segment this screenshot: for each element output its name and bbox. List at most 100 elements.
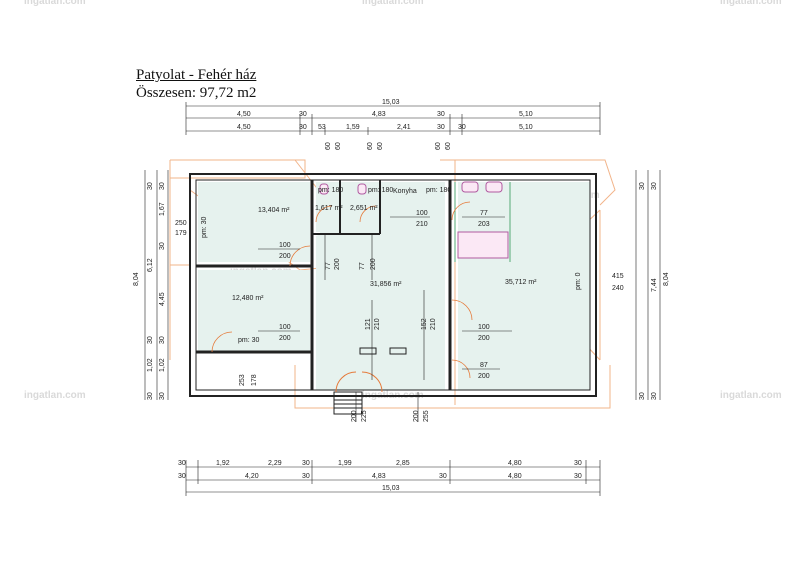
dim-label: 30 xyxy=(159,392,166,400)
watermark-text: ingatlan.com xyxy=(720,390,782,401)
dim-label: 30 xyxy=(651,392,658,400)
dim-label: 30 xyxy=(147,336,154,344)
watermark-text: ingatlan.com xyxy=(362,0,424,7)
dim-label: 8,04 xyxy=(663,272,670,286)
dim-label: 1,92 xyxy=(216,460,230,467)
small-label: 60 xyxy=(367,142,374,150)
watermark-text: ingatlan.com xyxy=(24,0,86,7)
opening-height: 210 xyxy=(416,221,428,228)
dim-label: 30 xyxy=(639,182,646,190)
toilet-icon xyxy=(357,183,367,195)
opening-width: 77 xyxy=(480,210,488,217)
dim-label: 53 xyxy=(318,124,326,131)
dim-labels-left: 8,04 30 6,12 30 1,02 30 30 1,67 30 4,45 … xyxy=(133,182,166,400)
room-labels: 13,404 m² 1,617 m² 2,651 m² 12,480 m² 31… xyxy=(201,187,582,344)
room-note: pm: 180 xyxy=(368,187,393,194)
room-note: pm: 30 xyxy=(238,337,260,344)
plan-title: Patyolat - Fehér ház xyxy=(136,67,257,83)
dim-label: 6,12 xyxy=(147,258,154,272)
fixtures xyxy=(319,181,509,259)
dim-label: 30 xyxy=(302,460,310,467)
room-note: pm: 30 xyxy=(201,216,208,238)
dim-label: 30 xyxy=(437,124,445,131)
dim-labels-right: 8,04 30 7,44 30 30 30 xyxy=(639,182,670,400)
opening-width: 152 xyxy=(421,318,428,330)
small-label: 240 xyxy=(612,285,624,292)
dim-label: 30 xyxy=(574,460,582,467)
opening-width: 100 xyxy=(478,324,490,331)
room-area-label: 35,712 m² xyxy=(505,279,537,286)
dim-label: 30 xyxy=(639,392,646,400)
dim-label: 1,59 xyxy=(346,124,360,131)
plan-total-area: Összesen: 97,72 m2 xyxy=(136,85,257,101)
room-note: pm: 180 xyxy=(426,187,451,194)
room-fill xyxy=(198,270,310,352)
dim-label: 30 xyxy=(147,392,154,400)
sink-icon xyxy=(485,181,503,193)
small-label: 60 xyxy=(325,142,332,150)
small-label: 60 xyxy=(435,142,442,150)
dim-label: 30 xyxy=(439,473,447,480)
dim-labels-bottom: 30 1,92 2,29 30 1,99 2,85 4,80 30 30 4,2… xyxy=(178,460,582,492)
dim-label: 1,02 xyxy=(147,358,154,372)
dim-label: 4,20 xyxy=(245,473,259,480)
dim-label: 30 xyxy=(574,473,582,480)
opening-height: 200 xyxy=(334,258,341,270)
dim-label: 4,45 xyxy=(159,292,166,306)
misc-labels: 60 60 60 60 60 60 250 179 253 178 415 24… xyxy=(175,142,624,386)
dim-label: 7,44 xyxy=(651,278,658,292)
dim-label: 5,10 xyxy=(519,124,533,131)
dim-label: 30 xyxy=(299,111,307,118)
dim-label: 30 xyxy=(302,473,310,480)
dim-label: 30 xyxy=(159,336,166,344)
dim-label: 4,83 xyxy=(372,473,386,480)
opening-height: 200 xyxy=(279,335,291,342)
room-area-label: 31,856 m² xyxy=(370,281,402,288)
toilet-icon xyxy=(319,183,329,195)
dim-label: 30 xyxy=(458,124,466,131)
dim-label: 4,50 xyxy=(237,124,251,131)
sink-icon xyxy=(461,181,479,193)
opening-labels: 100 200 100 200 100 210 77 203 77 200 77… xyxy=(279,210,490,422)
room-area-label: 2,651 m² xyxy=(350,205,378,212)
room-name-kitchen: Konyha xyxy=(393,188,417,195)
room-fill xyxy=(458,182,590,390)
dim-lines-bottom xyxy=(185,460,601,496)
dim-label: 1,02 xyxy=(159,358,166,372)
room-fill xyxy=(198,182,310,262)
dim-label: 2,41 xyxy=(397,124,411,131)
small-label: 179 xyxy=(175,230,187,237)
bathtub-icon xyxy=(457,231,509,259)
watermark-text: ingatlan.com xyxy=(24,390,86,401)
dim-label: 30 xyxy=(159,242,166,250)
opening-height: 200 xyxy=(478,373,490,380)
dim-label: 1,67 xyxy=(159,202,166,216)
dim-label: 4,50 xyxy=(237,111,251,118)
dim-label: 2,85 xyxy=(396,460,410,467)
small-label: 250 xyxy=(175,220,187,227)
small-label: 415 xyxy=(612,273,624,280)
dim-lines-left xyxy=(144,170,169,400)
dim-label: 30 xyxy=(178,473,186,480)
small-label: 60 xyxy=(445,142,452,150)
door-swings xyxy=(211,201,473,379)
opening-width: 77 xyxy=(359,262,366,270)
opening-height: 200 xyxy=(279,253,291,260)
opening-width: 77 xyxy=(325,262,332,270)
dim-label: 5,10 xyxy=(519,111,533,118)
room-area-label: 13,404 m² xyxy=(258,207,290,214)
dim-label: 1,99 xyxy=(338,460,352,467)
room-area-label: 12,480 m² xyxy=(232,295,264,302)
dim-label: 30 xyxy=(178,460,186,467)
small-label: 178 xyxy=(251,374,258,386)
dim-label: 2,29 xyxy=(268,460,282,467)
dim-lines-top xyxy=(185,102,601,135)
watermark-text: ingatlan.com xyxy=(720,0,782,7)
opening-height: 203 xyxy=(478,221,490,228)
small-label: 60 xyxy=(335,142,342,150)
opening-height: 210 xyxy=(430,318,437,330)
opening-height: 225 xyxy=(361,410,368,422)
room-area-label: 1,617 m² xyxy=(315,205,343,212)
opening-width: 200 xyxy=(351,410,358,422)
